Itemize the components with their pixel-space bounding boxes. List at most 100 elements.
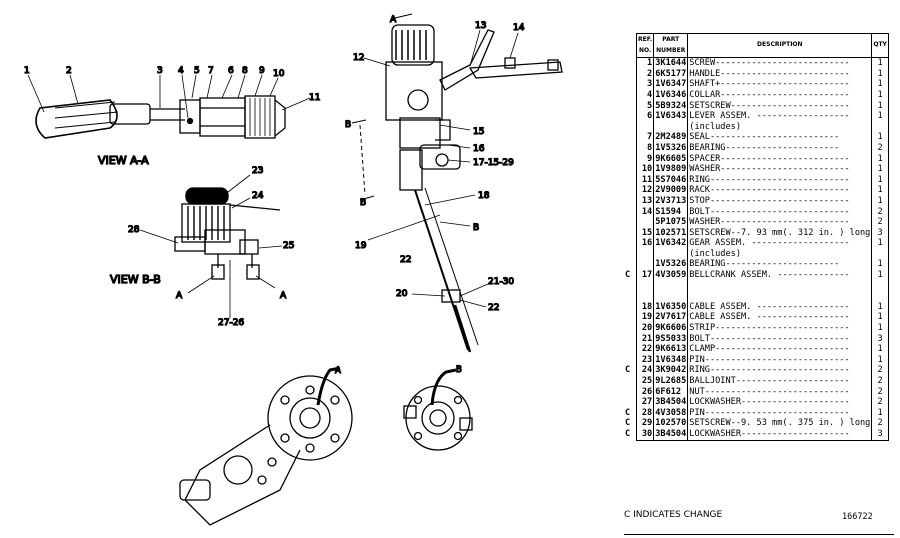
table-row (635, 291, 889, 302)
cell-ref-no: 11 (635, 174, 655, 186)
callout-7: 7 (208, 66, 214, 76)
cell-ref-no (635, 217, 655, 228)
view-bb-marker-b: A (176, 291, 183, 301)
cell-quantity: 2 (871, 217, 889, 228)
view-aa-label: VIEW A-A (98, 154, 149, 167)
bellcrank-a-marker: A (335, 366, 341, 376)
cell-quantity: 2 (871, 397, 889, 408)
cell-ref-no: 7 (635, 132, 655, 143)
cell-quantity: 2 (871, 142, 889, 154)
cell-quantity: 2 (871, 418, 889, 429)
cell-part-number: 5S7046 (653, 174, 689, 186)
header-description: DESCRIPTION (687, 32, 873, 59)
callout-28: 28 (128, 225, 140, 235)
cell-ref-no: 14 (635, 206, 655, 218)
cell-quantity: 3 (871, 227, 889, 239)
view-bb-leaders (139, 174, 283, 318)
section-arrows (351, 13, 413, 201)
cell-part-number: 9L2685 (653, 376, 689, 387)
cell-quantity: 1 (871, 111, 889, 122)
cell-quantity (871, 248, 889, 260)
table-row: (includes) (635, 248, 889, 260)
cell-description: SETSCREW--7. 93 mm(. 312 in. ) long (687, 227, 873, 239)
cell-description: COLLAR------------------------- (687, 89, 873, 101)
cell-quantity: 2 (871, 206, 889, 218)
cell-part-number: 2V7617 (653, 312, 689, 324)
cell-description: WASHER------------------------- (687, 164, 873, 175)
cell-quantity: 1 (871, 185, 889, 196)
cell-part-number (653, 121, 689, 133)
main-lever-assembly (385, 24, 563, 353)
cell-part-number: 102570 (653, 418, 689, 429)
callout-21-30: 21-30 (488, 277, 514, 287)
cell-description: PIN---------------------------- (687, 354, 873, 366)
callout-19: 19 (355, 241, 367, 251)
bellcrank-b-marker: B (456, 365, 462, 375)
callout-27-26: 27-26 (218, 318, 244, 328)
cell-part-number: 9S5033 (653, 333, 689, 345)
section-marker-b-bottom: B (360, 198, 366, 208)
cell-part-number: 6F612 (653, 386, 689, 398)
cell-ref-no: 27 (635, 397, 655, 408)
cell-description (687, 291, 873, 302)
change-marker: C (625, 418, 631, 429)
callout-18: 18 (478, 191, 490, 201)
cell-part-number (653, 280, 689, 292)
cell-description: GEAR ASSEM. ------------------- (687, 238, 873, 249)
cell-quantity: 1 (871, 354, 889, 366)
cell-quantity: 1 (871, 407, 889, 419)
cell-description: STRIP-------------------------- (687, 323, 873, 334)
parts-table-header: REF. NO. PART NUMBER DESCRIPTION QTY (635, 32, 889, 59)
cell-quantity: 1 (871, 174, 889, 186)
cell-part-number: 9K6605 (653, 153, 689, 165)
callout-22: 22 (488, 303, 499, 313)
cell-part-number: 102571 (653, 227, 689, 239)
cell-description: LEVER ASSEM. ------------------ (687, 111, 873, 122)
cell-description: SHAFT+------------------------- (687, 79, 873, 90)
cell-description: CABLE ASSEM. ------------------ (687, 312, 873, 324)
change-marker: C (625, 428, 631, 439)
cell-part-number: 1V6342 (653, 238, 689, 249)
cell-quantity: 1 (871, 153, 889, 165)
cell-ref-no: 3 (635, 79, 655, 90)
cell-description: SCREW-------------------------- (687, 57, 873, 69)
cell-quantity: 1 (871, 89, 889, 101)
callout-1: 1 (24, 66, 30, 76)
exploded-parts-drawing: VIEW A-A 1 2 3 4 5 7 6 8 9 10 11 (23, 13, 563, 526)
view-aa-leaders (27, 74, 311, 119)
cell-part-number: S1594 (653, 206, 689, 218)
cell-part-number: 2V9009 (653, 185, 689, 196)
cell-quantity: 1 (871, 259, 889, 271)
cell-ref-no (635, 248, 655, 260)
cell-ref-no: 16 (635, 238, 655, 249)
callout-10: 10 (273, 69, 285, 79)
cell-part-number: 5P1075 (653, 217, 689, 228)
cell-ref-no: 18 (635, 301, 655, 313)
cell-ref-no: 10 (635, 164, 655, 175)
cell-description: HANDLE------------------------- (687, 68, 873, 80)
main-leaders (363, 29, 519, 308)
cell-part-number: 2M2489 (653, 132, 689, 143)
cell-description (687, 280, 873, 292)
cell-description: CLAMP-------------------------- (687, 344, 873, 355)
cell-part-number: 9K6606 (653, 323, 689, 334)
cell-description: BALLJOINT---------------------- (687, 376, 873, 387)
view-bb-assembly (174, 187, 281, 280)
main-marker-a: 22 (400, 255, 411, 265)
